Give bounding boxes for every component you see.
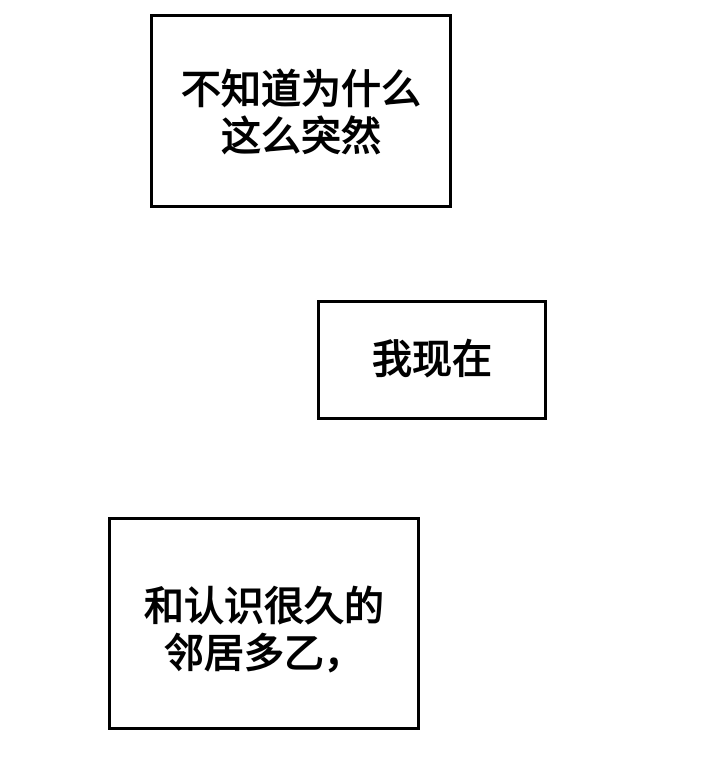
- caption-line: 和认识很久的: [144, 584, 384, 629]
- caption-box-bottom: 和认识很久的 邻居多乙，: [108, 517, 420, 730]
- caption-line: 这么突然: [221, 115, 381, 159]
- caption-box-top: 不知道为什么 这么突然: [150, 14, 452, 208]
- caption-text-bottom: 和认识很久的 邻居多乙，: [144, 584, 384, 678]
- caption-line: 不知道为什么: [181, 68, 421, 112]
- caption-box-middle: 我现在: [317, 300, 547, 420]
- caption-text-middle: 我现在: [372, 337, 492, 384]
- caption-text-top: 不知道为什么 这么突然: [181, 67, 421, 161]
- caption-line: 邻居多乙，: [164, 631, 364, 676]
- caption-line: 我现在: [372, 337, 492, 382]
